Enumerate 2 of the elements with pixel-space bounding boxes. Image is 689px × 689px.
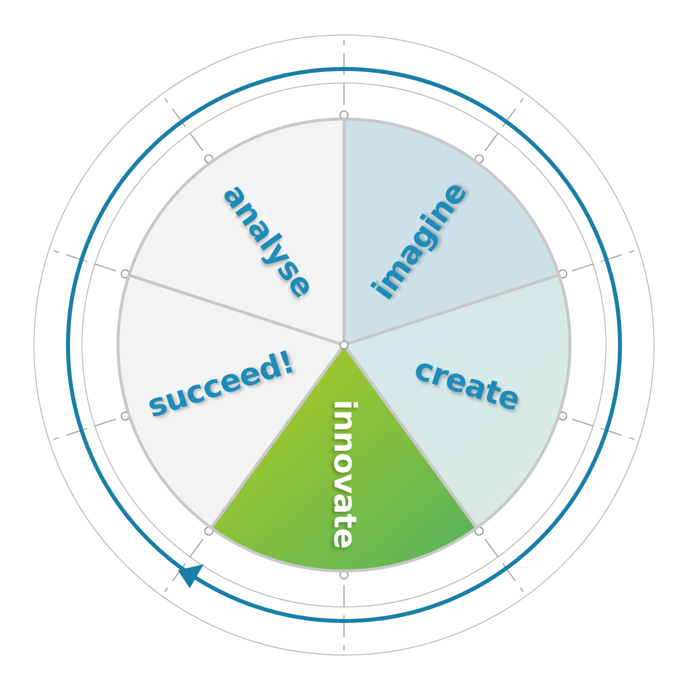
segment-label: innovate (328, 399, 360, 548)
segment-label: create (410, 353, 523, 416)
